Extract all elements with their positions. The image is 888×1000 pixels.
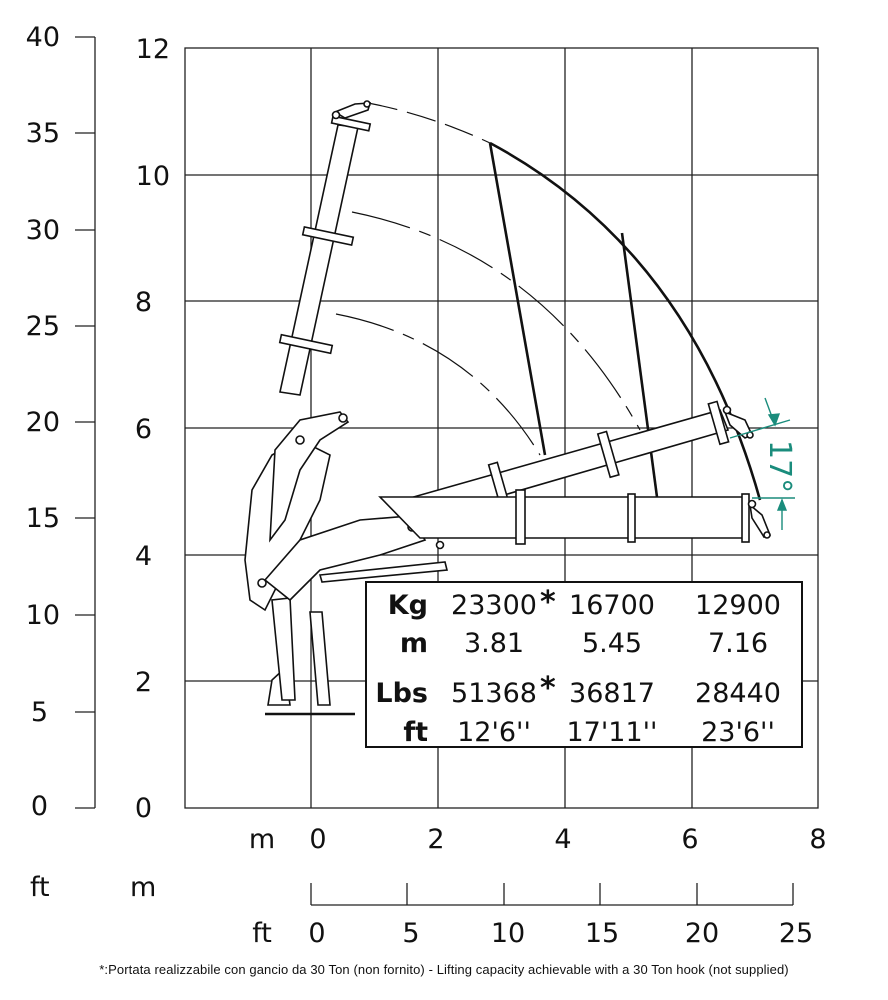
ft-tick: 30	[26, 215, 60, 246]
table-cell: 51368	[451, 678, 537, 709]
m-tick: 0	[135, 793, 152, 824]
m-tick: 6	[681, 824, 698, 855]
ft-tick: 15	[585, 918, 619, 949]
table-cell: 3.81	[464, 628, 524, 659]
angle-label: 17°	[762, 440, 797, 493]
ft-axis-unit-bottom: ft	[252, 918, 272, 949]
angle-annotation	[729, 397, 795, 530]
ft-tick: 0	[308, 918, 325, 949]
footnote: *:Portata realizzabile con gancio da 30 …	[99, 962, 789, 977]
m-tick: 12	[136, 34, 170, 65]
table-cell: 28440	[695, 678, 781, 709]
m-axis-unit-left: m	[130, 872, 156, 903]
star-marker: *	[540, 671, 556, 706]
ft-tick: 5	[31, 697, 48, 728]
ft-tick: 20	[26, 407, 60, 438]
ft-tick: 35	[26, 118, 60, 149]
ft-tick: 10	[26, 600, 60, 631]
table-cell: 12900	[695, 590, 781, 621]
m-tick: 2	[427, 824, 444, 855]
m-tick: 0	[309, 824, 326, 855]
ft-tick: 25	[26, 311, 60, 342]
m-tick: 4	[554, 824, 571, 855]
ft-tick: 5	[402, 918, 419, 949]
row-label-lbs: Lbs	[375, 678, 428, 709]
m-tick: 8	[809, 824, 826, 855]
ft-tick: 0	[31, 791, 48, 822]
ft-axis-bottom	[310, 883, 794, 906]
row-label-ft: ft	[403, 717, 428, 748]
row-label-kg: Kg	[388, 590, 428, 621]
table-cell: 7.16	[708, 628, 768, 659]
table-cell: 16700	[569, 590, 655, 621]
table-cell: 36817	[569, 678, 655, 709]
table-cell: 17'11''	[567, 717, 658, 748]
ft-tick: 10	[491, 918, 525, 949]
load-table: Kg m Lbs ft 23300 16700 12900 3.81 5.45 …	[365, 581, 803, 748]
m-tick: 8	[135, 287, 152, 318]
m-tick: 2	[135, 667, 152, 698]
m-tick: 4	[135, 541, 152, 572]
ft-tick: 25	[779, 918, 813, 949]
m-tick: 10	[136, 161, 170, 192]
table-cell: 12'6''	[457, 717, 531, 748]
table-cell: 5.45	[582, 628, 642, 659]
row-label-m: m	[400, 628, 428, 659]
star-marker: *	[540, 585, 556, 620]
ft-axis-unit-left: ft	[30, 872, 50, 903]
ft-tick: 40	[26, 22, 60, 53]
table-cell: 23'6''	[701, 717, 775, 748]
crane-drawing	[244, 100, 772, 716]
ft-tick: 15	[26, 503, 60, 534]
m-tick: 6	[135, 414, 152, 445]
ft-axis-left	[75, 36, 96, 809]
ft-tick: 20	[685, 918, 719, 949]
table-cell: 23300	[451, 590, 537, 621]
m-axis-unit-bottom: m	[249, 824, 275, 855]
